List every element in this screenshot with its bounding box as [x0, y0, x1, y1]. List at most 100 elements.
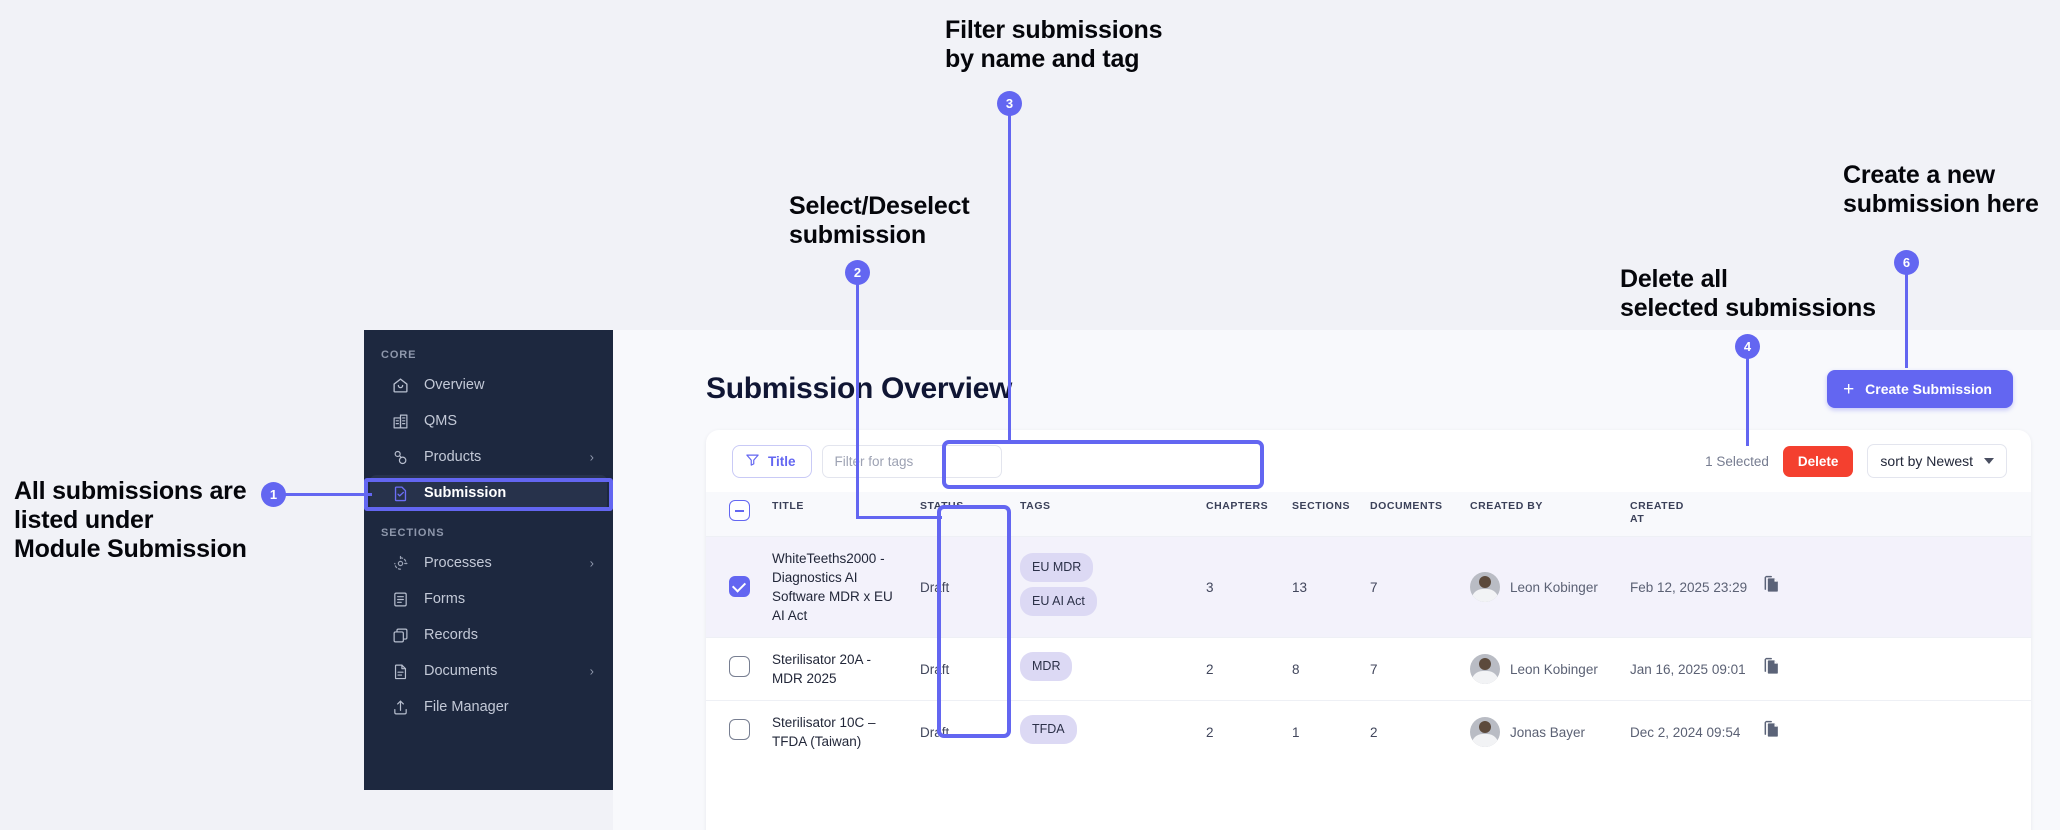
cell-chapters: 2: [1206, 724, 1214, 740]
sidebar-item-file-manager[interactable]: File Manager: [370, 689, 607, 725]
header-created-by[interactable]: CREATED BY: [1470, 492, 1630, 537]
table-toolbar: Title 1 Selected Delete sort by Newest: [706, 430, 2031, 492]
header-tags[interactable]: TAGS: [1020, 492, 1206, 537]
sidebar-item-processes[interactable]: Processes ›: [370, 545, 607, 581]
row-select-cell: [706, 537, 772, 638]
building-icon: [389, 412, 411, 430]
selected-count-label: 1 Selected: [1705, 453, 1769, 469]
sidebar-item-label: Records: [424, 627, 478, 643]
cell-status: Draft: [920, 724, 950, 740]
sidebar-item-label: Processes: [424, 555, 492, 571]
created-at-value: Feb 12, 2025 23:29: [1630, 579, 1748, 595]
tag-badge: EU AI Act: [1020, 587, 1097, 616]
submission-icon: [389, 484, 411, 502]
documents-icon: [389, 662, 411, 680]
header-actions: [1762, 492, 2031, 537]
plus-icon: +: [1843, 378, 1855, 400]
records-icon: [389, 626, 411, 644]
annotation-3-leader: [1008, 114, 1011, 444]
cell-actions: [1762, 537, 2031, 638]
delete-button[interactable]: Delete: [1782, 445, 1854, 477]
header-status[interactable]: STATUS: [920, 492, 1020, 537]
chevron-right-icon: ›: [589, 555, 594, 571]
row-checkbox[interactable]: [728, 719, 750, 740]
cell-chapters: 3: [1206, 579, 1214, 595]
sidebar-item-forms[interactable]: Forms: [370, 581, 607, 617]
annotation-4-text: Delete all selected submissions: [1620, 265, 1876, 322]
create-submission-label: Create Submission: [1865, 381, 1992, 397]
header-sections[interactable]: SECTIONS: [1292, 492, 1370, 537]
sidebar-item-documents[interactable]: Documents ›: [370, 653, 607, 689]
table-row[interactable]: Sterilisator 10C – TFDA (Taiwan) Draft T…: [706, 700, 2031, 764]
create-submission-button[interactable]: + Create Submission: [1827, 370, 2013, 408]
cell-status: Draft: [920, 579, 950, 595]
tag-filter-input[interactable]: [821, 444, 1002, 478]
cell-tags: MDR: [1020, 638, 1206, 701]
sidebar-item-label: Submission: [424, 485, 507, 501]
app-content-area: Submission Overview + Create Submission …: [613, 330, 2060, 830]
row-checkbox[interactable]: [728, 656, 750, 677]
user-chip: Leon Kobinger: [1470, 572, 1630, 602]
avatar: [1470, 717, 1500, 747]
annotation-3-badge: 3: [997, 91, 1022, 116]
submissions-card: Title 1 Selected Delete sort by Newest: [706, 430, 2031, 830]
user-name: Leon Kobinger: [1510, 579, 1598, 595]
select-all-checkbox[interactable]: [728, 500, 750, 521]
annotation-3-text: Filter submissions by name and tag: [945, 16, 1163, 73]
table-body: WhiteTeeths2000 - Diagnostics AI Softwar…: [706, 536, 2031, 764]
home-icon: [389, 376, 411, 394]
header-created-at[interactable]: CREATED AT: [1630, 492, 1762, 537]
filter-title-button[interactable]: Title: [732, 444, 812, 478]
user-chip: Leon Kobinger: [1470, 654, 1630, 684]
sidebar-item-label: QMS: [424, 413, 458, 429]
processes-icon: [389, 554, 411, 572]
cell-title: Sterilisator 20A - MDR 2025: [772, 652, 872, 686]
row-checkbox[interactable]: [728, 576, 750, 598]
user-name: Jonas Bayer: [1510, 724, 1586, 740]
created-at-value: Dec 2, 2024 09:54: [1630, 724, 1741, 740]
cell-documents: 7: [1370, 579, 1378, 595]
sidebar-item-submission[interactable]: Submission: [370, 475, 607, 511]
toolbar-right-group: 1 Selected Delete sort by Newest: [1705, 444, 2007, 478]
cell-sections: 13: [1292, 579, 1308, 595]
cell-sections: 8: [1292, 661, 1300, 677]
cell-chapters: 2: [1206, 661, 1214, 677]
annotation-2-badge: 2: [845, 260, 870, 285]
annotation-2-text: Select/Deselect submission: [789, 192, 970, 249]
annotation-6-badge: 6: [1894, 250, 1919, 275]
sidebar-item-label: Overview: [424, 377, 485, 393]
annotation-2-leader-v: [856, 283, 859, 518]
table-head: TITLE STATUS TAGS CHAPTERS SECTIONS DOCU…: [706, 492, 2031, 537]
cell-created-by: Jonas Bayer: [1470, 701, 1630, 764]
table-row[interactable]: Sterilisator 20A - MDR 2025 Draft MDR 2 …: [706, 637, 2031, 701]
cell-status: Draft: [920, 661, 950, 677]
copy-icon[interactable]: [1762, 575, 1782, 600]
header-chapters[interactable]: CHAPTERS: [1206, 492, 1292, 537]
main-panel: Submission Overview + Create Submission …: [613, 330, 2060, 830]
cell-created-at: Feb 12, 2025 23:29: [1630, 537, 1762, 638]
header-title[interactable]: TITLE: [772, 492, 920, 537]
header-documents[interactable]: DOCUMENTS: [1370, 492, 1470, 537]
avatar: [1470, 654, 1500, 684]
sidebar-item-qms[interactable]: QMS: [370, 403, 607, 439]
row-select-cell: [706, 701, 772, 764]
sidebar-item-overview[interactable]: Overview: [370, 367, 607, 403]
sidebar-item-products[interactable]: Products ›: [370, 439, 607, 475]
cell-tags: EU MDR EU AI Act: [1020, 537, 1206, 638]
cell-created-by: Leon Kobinger: [1470, 638, 1630, 701]
sort-dropdown-label: sort by Newest: [1880, 453, 1973, 469]
cell-created-at: Dec 2, 2024 09:54: [1630, 701, 1762, 764]
annotation-4-badge: 4: [1735, 334, 1760, 359]
tag-badge: EU MDR: [1020, 553, 1094, 582]
copy-icon[interactable]: [1762, 657, 1782, 682]
sidebar-section-core: CORE: [381, 349, 417, 361]
filter-title-label: Title: [768, 453, 796, 469]
annotation-1-badge: 1: [261, 482, 286, 507]
chevron-right-icon: ›: [589, 663, 594, 679]
sidebar-item-records[interactable]: Records: [370, 617, 607, 653]
annotation-4-leader: [1746, 357, 1749, 446]
copy-icon[interactable]: [1762, 720, 1782, 745]
sort-dropdown[interactable]: sort by Newest: [1867, 444, 2007, 478]
table-row[interactable]: WhiteTeeths2000 - Diagnostics AI Softwar…: [706, 536, 2031, 638]
